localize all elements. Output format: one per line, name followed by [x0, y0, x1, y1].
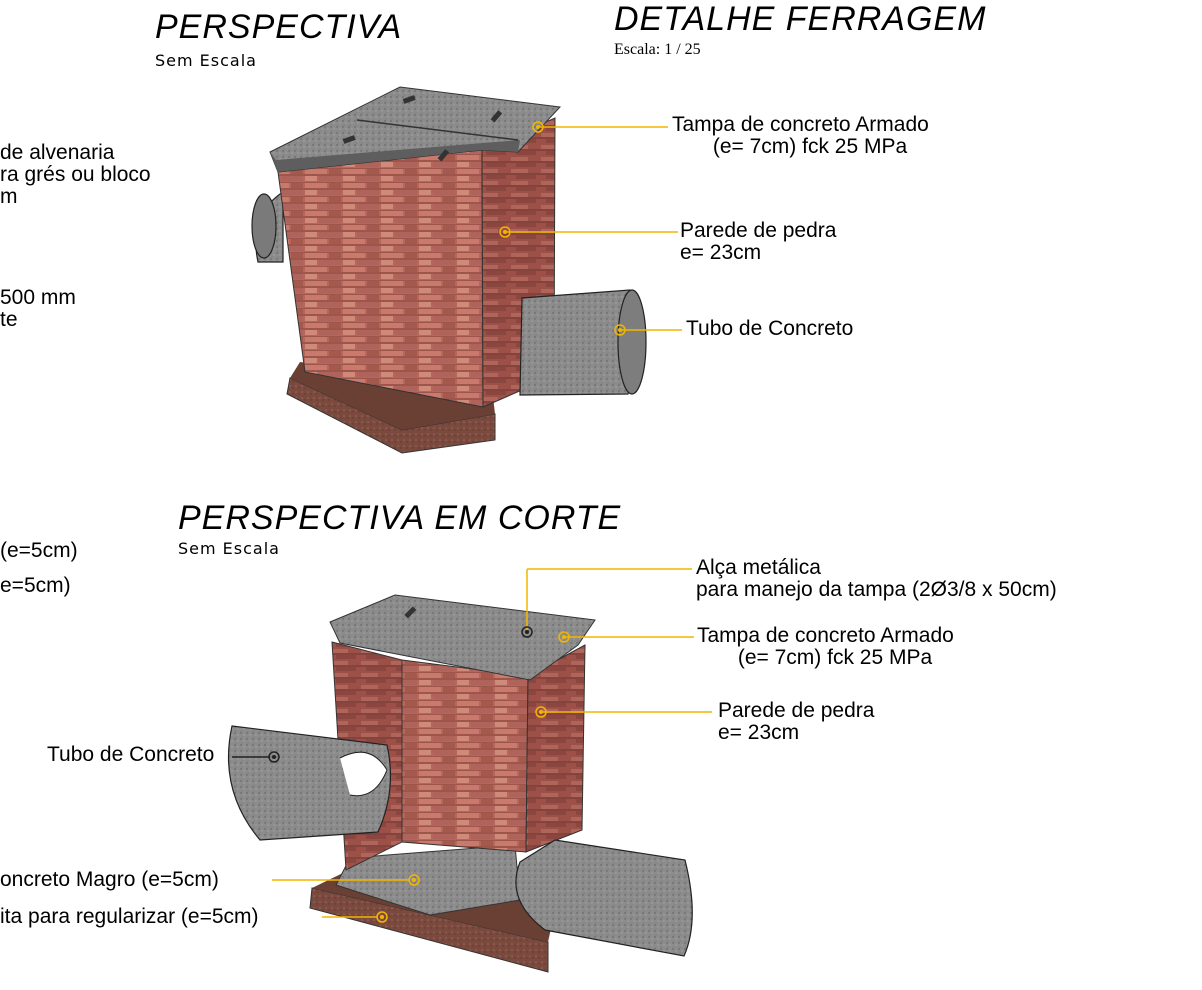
cut-right-pipe: [515, 839, 693, 957]
perspectiva-corte-scale: Sem Escala: [178, 539, 280, 558]
top-wall-callout: Parede de pedra e= 23cm: [680, 219, 837, 264]
cut-wall-callout: Parede de pedra e= 23cm: [718, 699, 875, 744]
top-pipe-callout: Tubo de Concreto: [686, 317, 854, 340]
detalhe-ferragem-title: DETALHE FERRAGEM: [614, 0, 987, 38]
cut-leaders: [232, 568, 712, 923]
top-leaders: [499, 121, 682, 336]
top-wall-material-label: de alvenaria ra grés ou bloco m: [0, 141, 151, 208]
cut-perspective-box: [227, 594, 693, 973]
cut-right-wall: [525, 644, 586, 853]
top-pipe-diameter-label: 500 mm te: [0, 286, 76, 331]
cut-pipe-callout: Tubo de Concreto: [47, 743, 215, 766]
perspectiva-scale: Sem Escala: [155, 51, 257, 70]
top-lid-callout: Tampa de concreto Armado (e= 7cm) fck 25…: [672, 113, 929, 158]
cut-lid: [329, 594, 596, 681]
perspectiva-title: PERSPECTIVA: [155, 8, 403, 46]
top-perspective-box: [251, 86, 647, 454]
cut-lean-concrete-callout: oncreto Magro (e=5cm): [0, 868, 219, 891]
cut-gravel-callout: ita para regularizar (e=5cm): [0, 905, 259, 928]
cut-lid-callout: Tampa de concreto Armado (e= 7cm) fck 25…: [697, 624, 954, 669]
cut-handle-callout: Alça metálica para manejo da tampa (2Ø3/…: [696, 556, 1057, 601]
cut-back-wall: [401, 659, 529, 853]
detalhe-ferragem-scale: Escala: 1 / 25: [614, 41, 701, 58]
perspectiva-corte-title: PERSPECTIVA EM CORTE: [178, 499, 622, 537]
cut-left-label-1: (e=5cm): [0, 539, 78, 562]
top-front-wall: [277, 149, 484, 408]
cut-left-label-2: e=5cm): [0, 574, 71, 597]
